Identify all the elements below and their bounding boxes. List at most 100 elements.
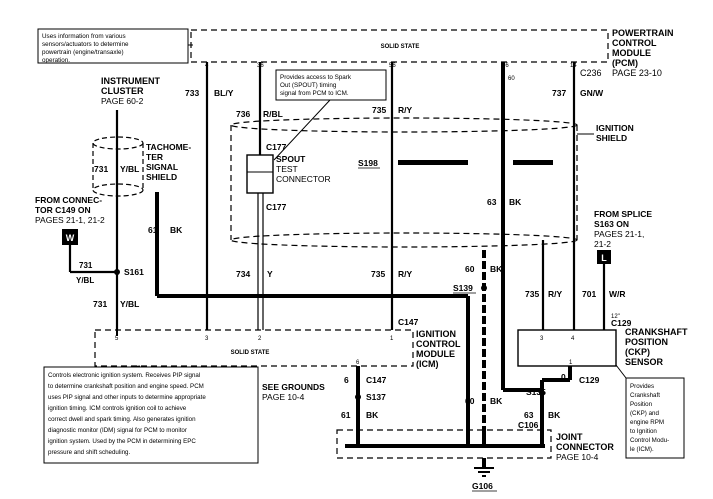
icm-note-line: to determine crankshaft position and eng… xyxy=(48,383,204,390)
wire-label-735b-num: 735 xyxy=(371,269,385,279)
pcm-state: SOLID STATE xyxy=(381,44,420,50)
wire-label-737-color: GN/W xyxy=(580,88,604,98)
splice-s139-dot xyxy=(481,285,487,291)
wire-label-731-color: Y/BL xyxy=(120,164,139,174)
wire-label-61b-num: 61 xyxy=(341,410,351,420)
spout-note-leader xyxy=(273,99,331,161)
spout-note-line: signal from PCM to ICM. xyxy=(280,90,349,97)
ckp-note-line: Crankshaft xyxy=(630,392,660,399)
icm-note-line: pressure and shift scheduling. xyxy=(48,449,130,456)
ground-label: G106 xyxy=(472,481,493,491)
ckp-title-1: CRANKSHAFT xyxy=(625,327,688,337)
wire-label-735-color: R/Y xyxy=(398,105,413,115)
spout-title-2: TEST xyxy=(276,164,298,174)
icm-title-4: (ICM) xyxy=(416,359,439,369)
icm-connector: C147 xyxy=(398,317,419,327)
pcm-title-3: MODULE xyxy=(612,48,651,58)
spout-title-3: CONNECTOR xyxy=(276,174,331,184)
icm-title-2: CONTROL xyxy=(416,339,461,349)
splice-s137-dot xyxy=(355,394,361,400)
w-flag-icon xyxy=(62,229,78,245)
from-splice-2: S163 ON xyxy=(594,219,629,229)
pcm-box xyxy=(190,29,609,63)
tach-shield-title-3: SIGNAL xyxy=(146,162,178,172)
wire-label-63-num: 63 xyxy=(487,197,497,207)
ckp-pin-4: 4 xyxy=(571,336,575,342)
wire-label-737-num: 737 xyxy=(552,88,566,98)
wire-label-61-num: 61 xyxy=(148,225,158,235)
wire-label-734-color: Y xyxy=(267,269,273,279)
c147-label: C147 xyxy=(366,375,387,385)
spout-connector-box xyxy=(246,154,274,194)
wire-label-63b-num: 63 xyxy=(524,410,534,420)
ckp-note-line: le (ICM). xyxy=(630,446,654,453)
icm-pin-3: 3 xyxy=(205,336,209,342)
wire-label-701-color: W/R xyxy=(609,289,626,299)
splice-s135: S135 xyxy=(526,387,546,397)
ckp-pin-3: 3 xyxy=(540,336,544,342)
ckp-note-line: to Ignition xyxy=(630,428,657,435)
s198-shield-bar xyxy=(398,160,468,165)
pcm-note-line: Uses information from various xyxy=(42,33,126,40)
ignition-shield-bottom xyxy=(230,232,578,248)
pcm-note-box xyxy=(37,28,189,64)
icm-note-line: ignition timing. ICM controls ignition c… xyxy=(48,405,187,412)
splice-s139: S139 xyxy=(453,283,473,293)
ckp-note-line: engine RPM xyxy=(630,419,664,426)
from-connector-2: TOR C149 ON xyxy=(35,205,91,215)
shield-bar-right xyxy=(513,160,553,165)
joint-connector-title-2: CONNECTOR xyxy=(556,442,614,452)
joint-connector-box xyxy=(336,429,552,459)
see-grounds-1: SEE GROUNDS xyxy=(262,382,325,392)
spout-title-1: SPOUT xyxy=(276,154,306,164)
wire-label-60b-num: 60 xyxy=(465,396,475,406)
pcm-title-4: (PCM) xyxy=(612,58,638,68)
wire-label-731c-color: Y/BL xyxy=(120,299,139,309)
icm-note-line: diagnostic monitor (IDM) signal for PCM … xyxy=(48,427,187,434)
spout-note-box xyxy=(275,69,387,101)
wire-label-60b-color: BK xyxy=(490,396,503,406)
from-splice-3: PAGES 21-1, xyxy=(594,229,644,239)
wire-label-63b-color: BK xyxy=(548,410,561,420)
pcm-note-line: powertrain (engine/transaxle) xyxy=(42,49,124,56)
ckp-box xyxy=(517,329,617,367)
from-connector-1: FROM CONNEC- xyxy=(35,195,102,205)
ckp-note-line: Position xyxy=(630,401,653,408)
from-connector-3: PAGES 21-1, 21-2 xyxy=(35,215,105,225)
ckp-note-line: (CKP) and xyxy=(630,410,659,417)
icm-note-box xyxy=(43,366,259,464)
pcm-connector: C236 xyxy=(580,68,602,78)
icm-note-line: ignition system. Used by the PCM in dete… xyxy=(48,438,196,445)
icm-pin-2: 2 xyxy=(258,336,262,342)
spout-note-line: Out (SPOUT) timing xyxy=(280,82,337,89)
joint-connector-id: C106 xyxy=(518,420,539,430)
ckp-connector-top: C129 xyxy=(611,318,632,328)
spout-note-line: Provides access to Spark xyxy=(280,74,352,81)
spout-connector-id-top: C177 xyxy=(266,142,287,152)
wire-label-701-num: 701 xyxy=(582,289,596,299)
pcm-pin-16: 16 xyxy=(502,63,509,69)
splice-s161-dot xyxy=(114,269,120,275)
splice-s161: S161 xyxy=(124,267,144,277)
ckp-title-3: (CKP) xyxy=(625,347,650,357)
splice-s135-dot xyxy=(539,390,545,396)
c147-pin: 6 xyxy=(344,375,349,385)
wire-label-60-num: 60 xyxy=(465,264,475,274)
ckp-connector-bottom: C129 xyxy=(579,375,600,385)
ignition-shield-title-1: IGNITION xyxy=(596,123,634,133)
instrument-cluster-page: PAGE 60-2 xyxy=(101,96,144,106)
wire-label-733-num: 733 xyxy=(185,88,199,98)
icm-note-line: uses PIP signal and other inputs to dete… xyxy=(48,394,206,401)
icm-note-line: Controls electronic ignition system. Rec… xyxy=(48,372,200,379)
wire-label-60-color: BK xyxy=(490,264,503,274)
wire-label-731b-num: 731 xyxy=(79,261,93,270)
icm-state: SOLID STATE xyxy=(231,350,270,356)
wire-label-61b-color: BK xyxy=(366,410,379,420)
icm-title-3: MODULE xyxy=(416,349,455,359)
from-splice-1: FROM SPLICE xyxy=(594,209,652,219)
icm-pin-5: 5 xyxy=(115,336,119,342)
ckp-title-4: SENSOR xyxy=(625,357,664,367)
wire-label-731b-color: Y/BL xyxy=(76,276,94,285)
ckp-note: 12" xyxy=(611,314,620,320)
